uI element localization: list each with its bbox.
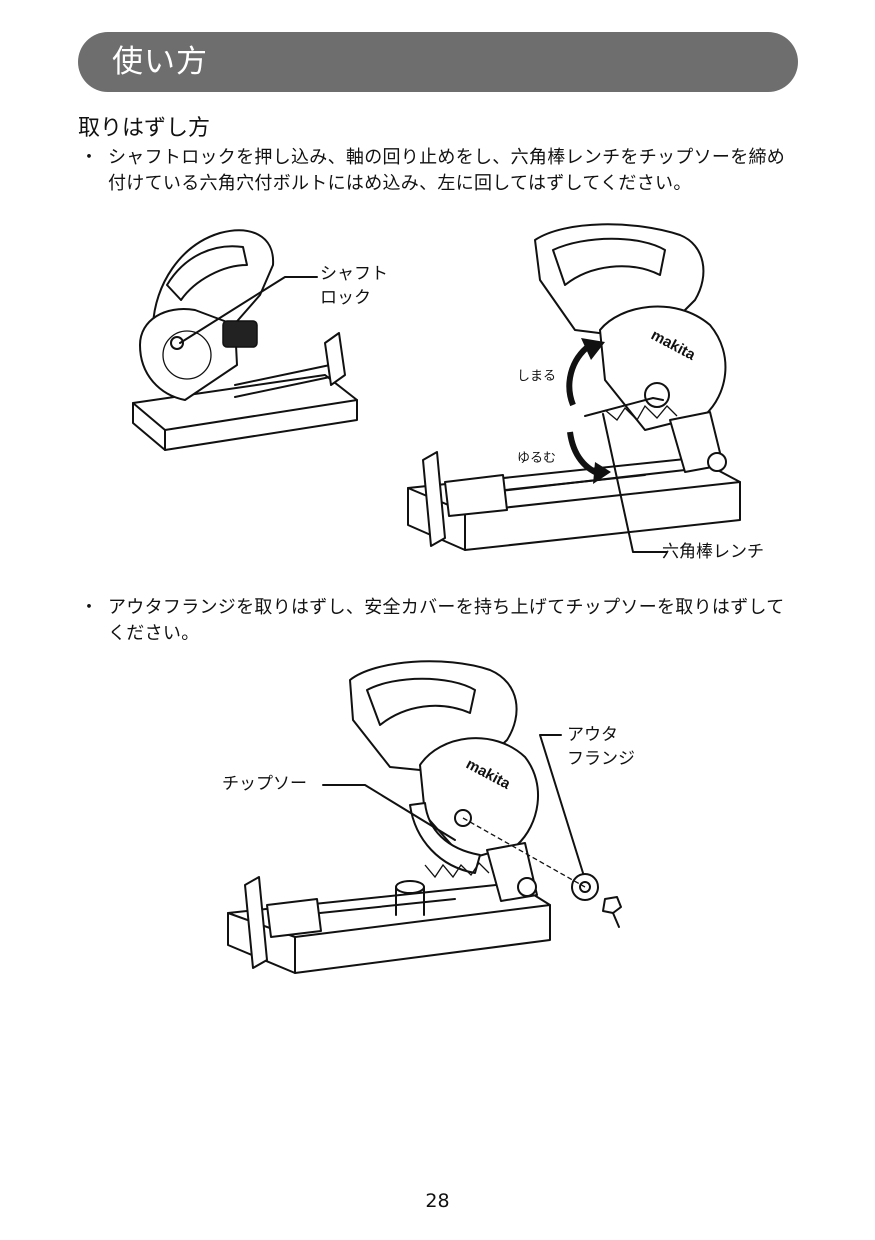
step-1-text: シャフトロックを押し込み、軸の回り止めをし、六角棒レンチをチップソーを締め付けて… (108, 147, 786, 194)
figure-blade-removal: makita (227, 660, 622, 974)
figure-hex-wrench: makita (407, 223, 741, 553)
section-title: 取りはずし方 (78, 116, 211, 141)
step-1-bullet: ・ (80, 147, 98, 168)
step-2-bullet: ・ (80, 597, 98, 618)
saw-blade-label: チップソー (222, 774, 307, 794)
page-number: 28 (425, 1190, 450, 1212)
shaft-lock-label-line2: ロック (320, 288, 371, 308)
page-title: 使い方 (112, 44, 208, 80)
loosen-label: ゆるむ (517, 451, 557, 466)
step-2-text: アウタフランジを取りはずし、安全カバーを持ち上げてチップソーを取りはずしてくださ… (108, 597, 785, 644)
outer-flange-label-line2: フランジ (567, 749, 635, 769)
figure-shaft-lock (132, 229, 358, 451)
shaft-lock-label-line1: シャフト (320, 264, 388, 284)
outer-flange-label-line1: アウタ (567, 725, 618, 745)
tighten-label: しまる (517, 369, 557, 384)
hex-wrench-label: 六角棒レンチ (662, 542, 764, 562)
header-bar: 使い方 (78, 32, 798, 92)
